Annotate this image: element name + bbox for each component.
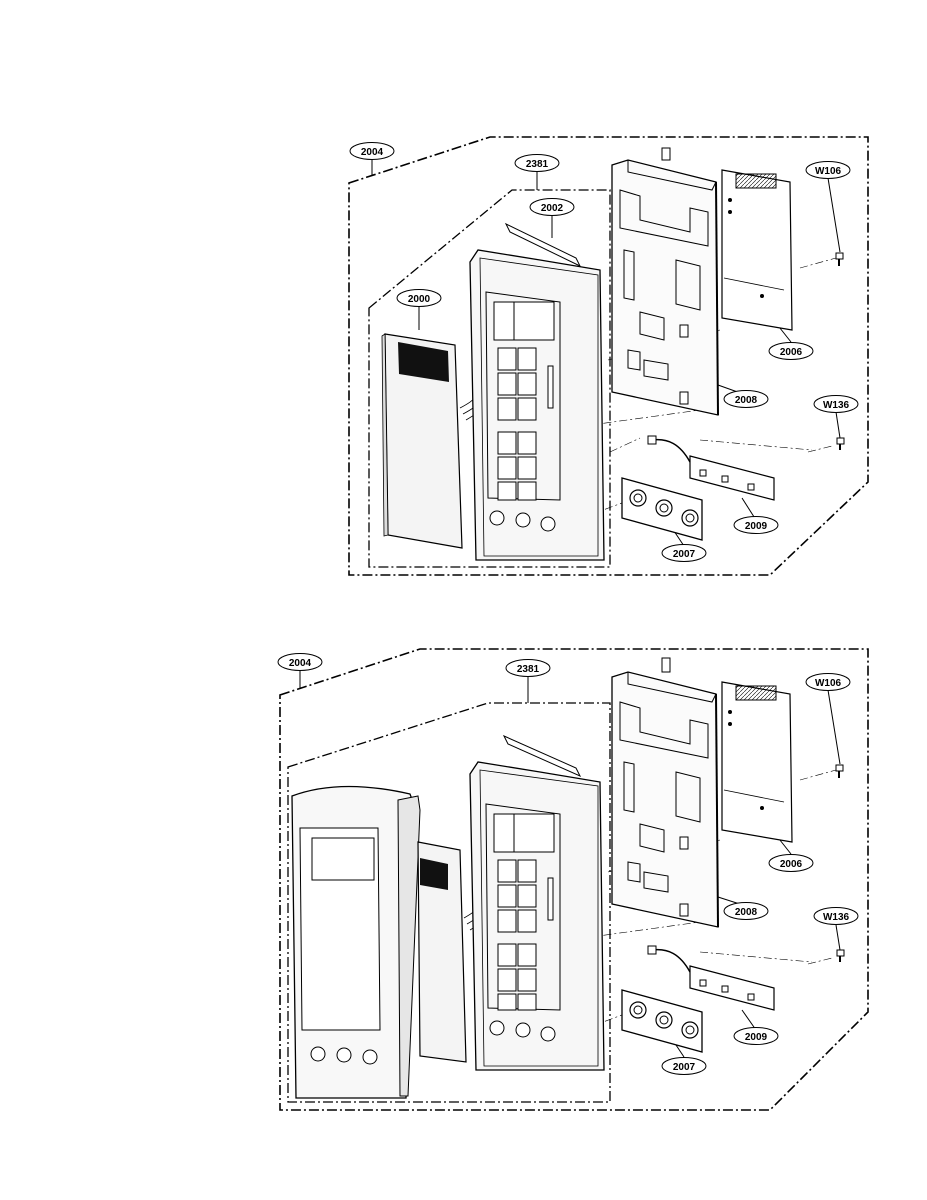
callout-2009: 2009	[733, 516, 779, 534]
part-2007-knob-holder	[621, 989, 703, 1053]
callout-2008: 2008	[723, 902, 769, 920]
callout-label: 2007	[673, 549, 696, 560]
part-2002-control-panel	[469, 222, 605, 561]
part-2006-pcb	[721, 169, 793, 331]
screw-w106	[835, 764, 844, 778]
part-2007-knob-holder	[621, 477, 703, 541]
part-2006-pcb	[721, 681, 793, 843]
callout-2007: 2007	[661, 1057, 707, 1075]
callout-label: W106	[815, 678, 842, 689]
callout-label: 2009	[745, 521, 768, 532]
callout-label: 2004	[361, 147, 384, 158]
screw-w106	[835, 252, 844, 266]
control-panel	[469, 734, 605, 1071]
callout-2006: 2006	[768, 342, 814, 360]
callout-label: 2006	[780, 859, 803, 870]
callout-w106: W106	[805, 161, 851, 179]
callout-label: 2002	[541, 203, 564, 214]
callout-2008: 2008	[723, 390, 769, 408]
callout-2381: 2381	[514, 154, 560, 172]
diagram-bottom: 2004 2381 W106 2006 2008 W136 2009 2007	[277, 648, 869, 1111]
callout-label: 2004	[289, 658, 312, 669]
screw-w136	[836, 437, 845, 450]
assembly-2004-boundary	[348, 136, 869, 576]
callout-2000: 2000	[396, 289, 442, 307]
callout-w106: W106	[805, 673, 851, 691]
callout-label: W136	[823, 400, 850, 411]
assembly-2004-boundary	[279, 648, 869, 1111]
callout-label: 2000	[408, 294, 431, 305]
callout-2009: 2009	[733, 1027, 779, 1045]
part-2008-bracket	[611, 657, 719, 928]
front-door-panel	[291, 785, 421, 1099]
callout-label: 2008	[735, 907, 758, 918]
callout-label: 2381	[526, 159, 549, 170]
callout-2381: 2381	[505, 659, 551, 677]
callout-w136: W136	[813, 907, 859, 925]
callout-label: W136	[823, 912, 850, 923]
callout-2004: 2004	[277, 653, 323, 671]
callout-label: 2006	[780, 347, 803, 358]
callout-label: 2009	[745, 1032, 768, 1043]
callout-2002: 2002	[529, 198, 575, 216]
callout-label: W106	[815, 166, 842, 177]
display-sheet	[417, 841, 467, 1063]
assembly-2381-boundary	[368, 189, 611, 568]
callout-label: 2381	[517, 664, 540, 675]
callout-label: 2008	[735, 395, 758, 406]
callout-2004: 2004	[349, 142, 395, 160]
callout-2006: 2006	[768, 854, 814, 872]
callout-label: 2007	[673, 1062, 696, 1073]
callout-2007: 2007	[661, 544, 707, 562]
part-2009-switch-board	[647, 435, 775, 501]
callout-w136: W136	[813, 395, 859, 413]
assembly-2381-boundary	[287, 702, 611, 1103]
part-2008-bracket	[611, 147, 719, 416]
part-2000-display-sheet	[381, 333, 463, 549]
diagram-top: 2004 2381 2002 2000 W106 2006 2008 W136	[348, 136, 869, 576]
screw-w136	[836, 949, 845, 962]
part-2009-switch-board	[647, 945, 775, 1011]
